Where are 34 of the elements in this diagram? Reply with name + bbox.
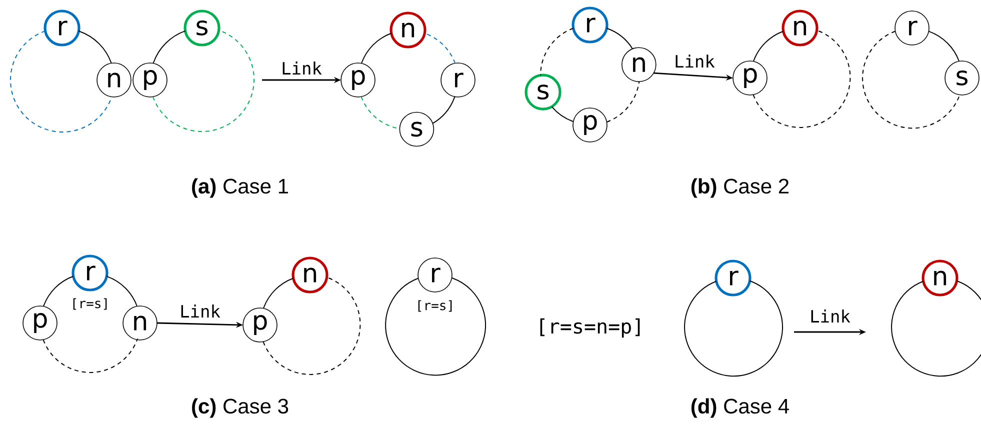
arc xyxy=(385,277,486,376)
arrow-label: Link xyxy=(808,308,852,324)
arc xyxy=(360,32,392,64)
equality-note: [r=s] xyxy=(73,298,107,310)
dashed-arc xyxy=(10,30,112,132)
arc xyxy=(752,30,784,62)
edge-label: Link xyxy=(280,60,323,76)
dashed-arc xyxy=(752,30,851,128)
caption: (c) Case 3 xyxy=(192,398,288,418)
edge-label: Link xyxy=(673,54,716,69)
dashed-arc xyxy=(424,32,456,64)
dashed-arc xyxy=(862,30,960,129)
arc xyxy=(891,280,981,377)
caption: (d) Case 4 xyxy=(691,398,789,418)
arc xyxy=(928,30,960,62)
dashed-arc xyxy=(42,339,138,373)
dashed-arc xyxy=(262,277,361,375)
arc xyxy=(78,30,112,64)
edge-label: Link xyxy=(178,304,222,318)
arc xyxy=(152,30,186,64)
dashed-arc xyxy=(540,28,574,76)
equality-note: [r=s] xyxy=(418,300,452,312)
arc xyxy=(262,278,294,309)
caption: (b) Case 2 xyxy=(691,178,788,198)
arc xyxy=(106,275,138,307)
arc xyxy=(551,106,574,122)
dashed-arc xyxy=(606,81,640,123)
arc xyxy=(432,96,456,124)
arc xyxy=(606,27,634,50)
equality-note: [r=s=n=p] xyxy=(540,318,640,338)
arc xyxy=(684,280,783,377)
arc xyxy=(42,276,74,307)
caption: (a) Case 1 xyxy=(192,178,288,198)
dashed-arc xyxy=(152,30,254,132)
